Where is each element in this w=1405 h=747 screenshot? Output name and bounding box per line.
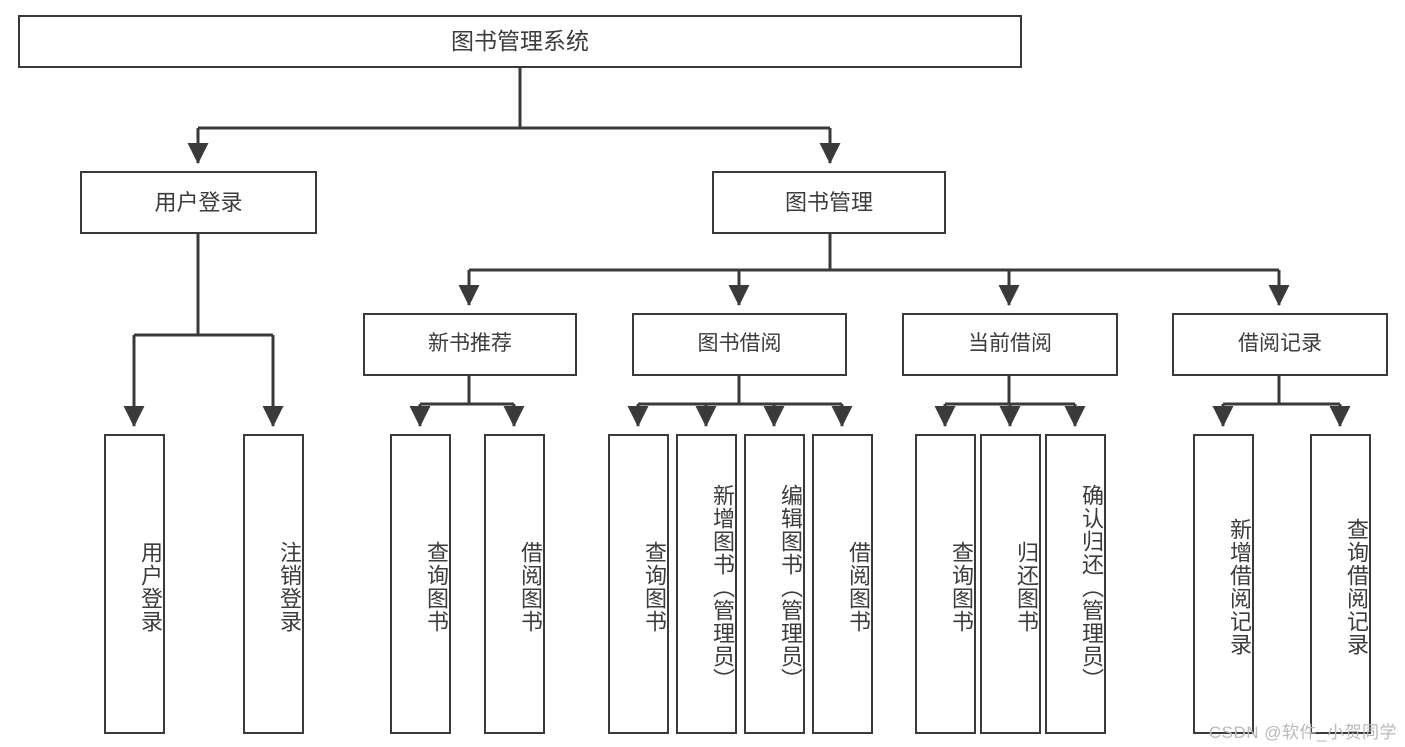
node-label: 新增图书（管理员） — [710, 483, 735, 691]
node-label: 注销登录 — [277, 541, 302, 633]
node-label: 图书管理 — [784, 189, 873, 215]
node-borrow-record[interactable]: 借阅记录 — [1172, 313, 1388, 376]
leaf-book-borrow-3[interactable]: 借阅图书 — [812, 434, 873, 734]
node-label: 查询图书 — [642, 541, 667, 633]
leaf-book-borrow-1[interactable]: 新增图书（管理员） — [676, 434, 737, 734]
node-label: 归还图书 — [1014, 541, 1039, 633]
node-book-borrow[interactable]: 图书借阅 — [632, 313, 847, 376]
leaf-book-borrow-0[interactable]: 查询图书 — [608, 434, 669, 734]
node-root-book-management-system[interactable]: 图书管理系统 — [18, 15, 1022, 68]
node-label: 编辑图书（管理员） — [778, 483, 803, 691]
leaf-new-book-recommend-0[interactable]: 查询图书 — [390, 434, 451, 734]
node-label: 查询图书 — [949, 541, 974, 633]
node-label: 借阅记录 — [1238, 332, 1322, 356]
leaf-current-borrow-0[interactable]: 查询图书 — [915, 434, 976, 734]
leaf-user-login-1[interactable]: 注销登录 — [243, 434, 304, 734]
node-label: 查询图书 — [424, 541, 449, 633]
node-label: 当前借阅 — [968, 332, 1052, 356]
node-book-management[interactable]: 图书管理 — [712, 171, 946, 234]
node-label: 确认归还（管理员） — [1079, 483, 1104, 691]
node-label: 查询借阅记录 — [1344, 518, 1369, 656]
node-label: 用户登录 — [154, 189, 243, 215]
leaf-borrow-record-0[interactable]: 新增借阅记录 — [1193, 434, 1254, 734]
node-current-borrow[interactable]: 当前借阅 — [902, 313, 1118, 376]
node-new-book-recommend[interactable]: 新书推荐 — [363, 313, 577, 376]
leaf-current-borrow-2[interactable]: 确认归还（管理员） — [1045, 434, 1106, 734]
leaf-current-borrow-1[interactable]: 归还图书 — [980, 434, 1041, 734]
node-label: 借阅图书 — [518, 541, 543, 633]
node-user-login[interactable]: 用户登录 — [80, 171, 317, 234]
leaf-borrow-record-1[interactable]: 查询借阅记录 — [1310, 434, 1371, 734]
leaf-new-book-recommend-1[interactable]: 借阅图书 — [484, 434, 545, 734]
node-label: 图书借阅 — [697, 332, 782, 356]
node-label: 新增借阅记录 — [1227, 518, 1252, 656]
node-label: 借阅图书 — [846, 541, 871, 633]
leaf-user-login-0[interactable]: 用户登录 — [104, 434, 165, 734]
node-label: 新书推荐 — [428, 332, 512, 356]
node-label: 图书管理系统 — [451, 27, 589, 54]
node-label: 用户登录 — [138, 541, 163, 633]
leaf-book-borrow-2[interactable]: 编辑图书（管理员） — [744, 434, 805, 734]
